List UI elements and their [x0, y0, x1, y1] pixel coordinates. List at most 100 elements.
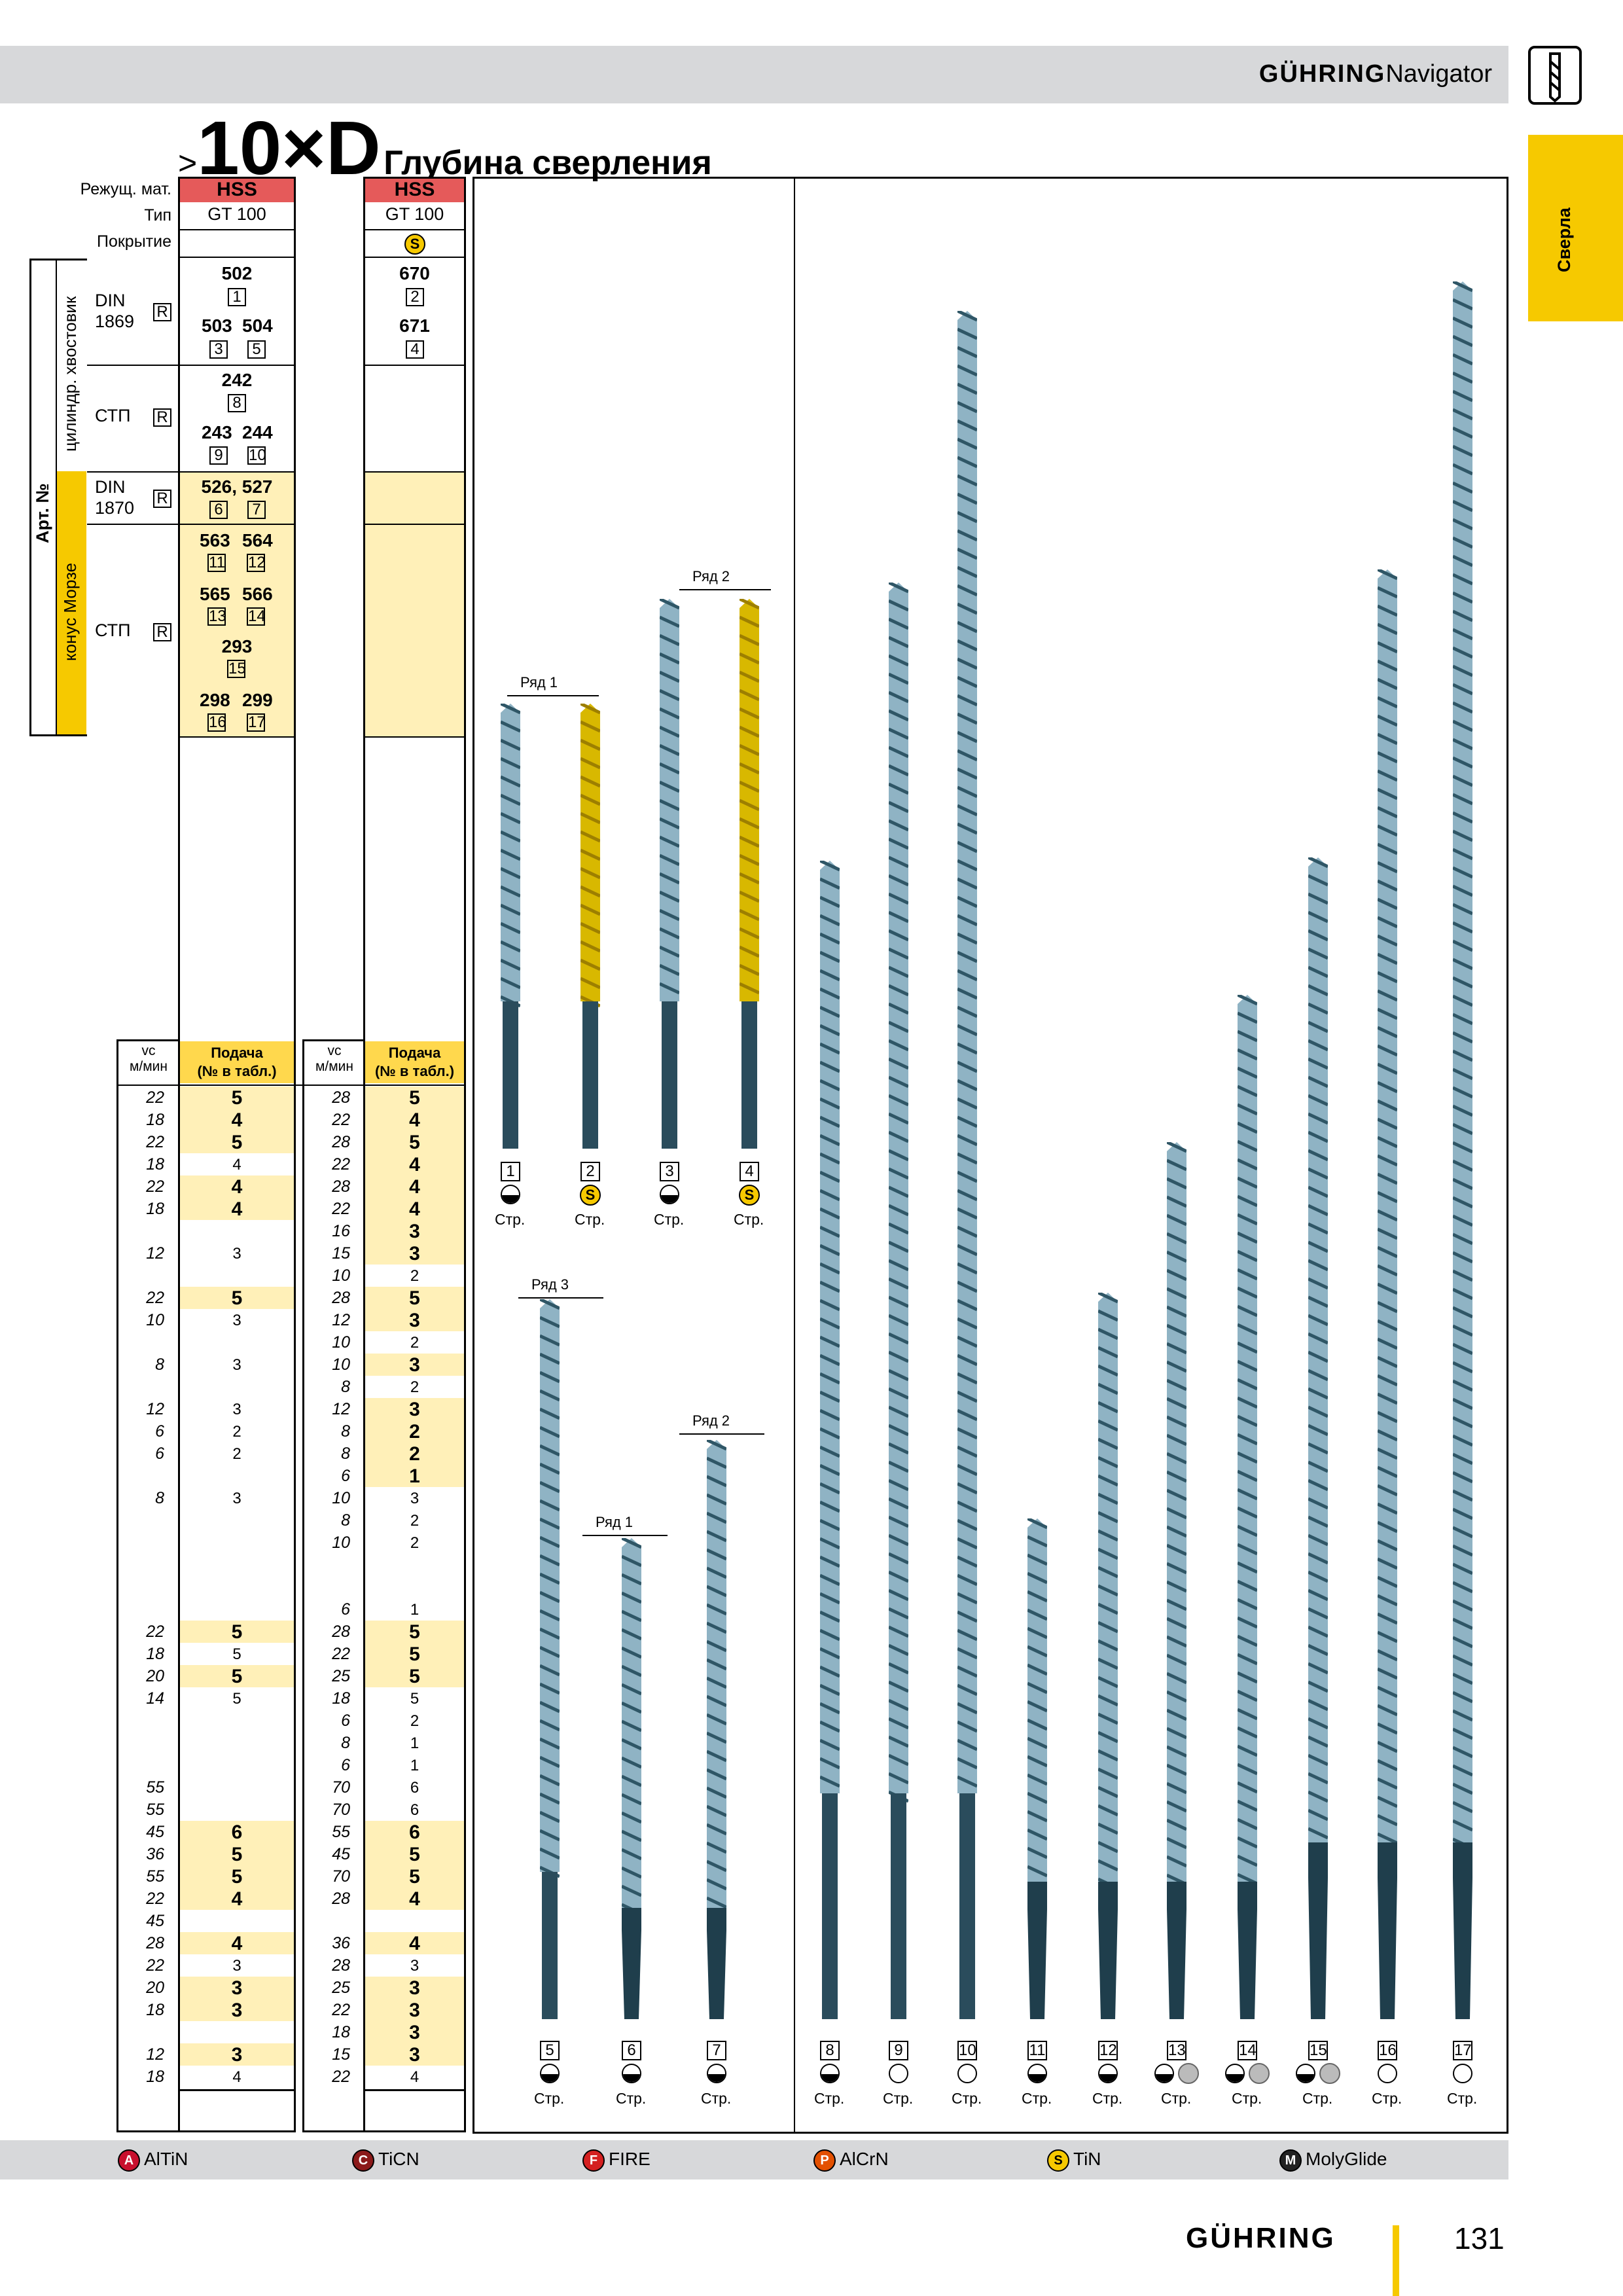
article-number[interactable]: 502 — [221, 263, 253, 283]
drill-image[interactable] — [1238, 995, 1257, 2019]
drill-index: 6 — [622, 2041, 641, 2060]
article-number[interactable]: 504 — [242, 315, 273, 336]
vc-value: 8 — [341, 1378, 350, 1396]
article-number[interactable]: 299 — [242, 690, 273, 710]
divider — [363, 524, 466, 525]
feed-cell-bg — [365, 1932, 464, 1954]
page-ref-label: Стр. — [1022, 2090, 1052, 2107]
vc-value: 70 — [332, 1778, 350, 1797]
vc-value: 18 — [146, 1645, 164, 1663]
article-number[interactable]: 670 — [399, 263, 430, 283]
vc-value: 18 — [146, 2001, 164, 2019]
feed-cell-bg — [180, 1999, 294, 2021]
drill-image[interactable] — [580, 704, 600, 1149]
vc-value: 10 — [332, 1266, 350, 1285]
vc-value: 15 — [332, 1244, 350, 1263]
drill-image[interactable] — [889, 583, 908, 2019]
drill-image[interactable] — [1453, 281, 1472, 2019]
divider — [363, 257, 466, 258]
article-index: 6 — [209, 501, 228, 519]
column-1 — [178, 177, 296, 2091]
drill-image[interactable] — [660, 599, 679, 1149]
vc-value: 36 — [332, 1934, 350, 1952]
article-number[interactable]: 244 — [242, 422, 273, 442]
half-circle-icon — [1225, 2064, 1245, 2083]
divider — [363, 471, 466, 473]
vc-value: 12 — [146, 1244, 164, 1263]
feed-value: 3 — [409, 1243, 420, 1265]
drill-image[interactable] — [1167, 1142, 1186, 2019]
drill-image[interactable] — [740, 599, 759, 1149]
drill-image[interactable] — [1098, 1293, 1118, 2019]
feed-value: 4 — [231, 1176, 243, 1198]
feed-value: 4 — [409, 1198, 420, 1220]
drill-image[interactable] — [707, 1440, 726, 2019]
article-number[interactable]: 563 — [200, 530, 230, 550]
feed-value: 3 — [232, 1957, 241, 1975]
drill-image[interactable] — [820, 861, 840, 2019]
material-badge: HSS — [180, 179, 294, 202]
article-number[interactable]: 526, 527 — [201, 476, 273, 497]
feed-value: 3 — [410, 1957, 419, 1975]
din1869-label: DIN 1869 — [95, 291, 135, 331]
feed-cell-bg — [365, 1576, 464, 1598]
drill-image[interactable] — [957, 311, 977, 2019]
drill-image[interactable] — [501, 704, 520, 1149]
article-number[interactable]: 566 — [242, 584, 273, 604]
morse-frame — [56, 471, 86, 734]
feed-cell-bg — [365, 1821, 464, 1843]
feed-cell-bg — [365, 1086, 464, 1109]
feed-value: 3 — [232, 1245, 241, 1263]
feed-value: 5 — [409, 1866, 420, 1888]
article-number[interactable]: 564 — [242, 530, 273, 550]
article-number[interactable]: 298 — [200, 690, 230, 710]
feed-value: 6 — [231, 1821, 243, 1843]
vc-value: 45 — [332, 1845, 350, 1863]
feed-value: 2 — [410, 1712, 419, 1730]
article-number[interactable]: 671 — [399, 315, 430, 336]
feed-value: 5 — [231, 1087, 243, 1109]
drill-image[interactable] — [1027, 1518, 1047, 2019]
vc-value: 36 — [146, 1845, 164, 1863]
half-circle-icon — [622, 2064, 641, 2083]
article-number[interactable]: 503 — [202, 315, 232, 336]
half-circle-icon — [1098, 2064, 1118, 2083]
label-type: Тип — [144, 206, 171, 224]
vc-value: 28 — [332, 1088, 350, 1107]
feed-cell-bg — [365, 1643, 464, 1665]
vc-value: 8 — [155, 1489, 164, 1507]
article-number[interactable]: 293 — [221, 636, 253, 656]
article-number[interactable]: 243 — [202, 422, 232, 442]
drill-image[interactable] — [1378, 569, 1397, 2019]
half-circle-icon — [501, 1185, 520, 1204]
feed-value: 5 — [231, 1866, 243, 1888]
feed-cell-bg — [180, 1776, 294, 1799]
page-ref-label: Стр. — [654, 1211, 685, 1228]
section-tab[interactable]: Сверла — [1528, 135, 1623, 321]
feed-value: 5 — [409, 1132, 420, 1153]
feed-cell-bg — [365, 1443, 464, 1465]
article-number[interactable]: 242 — [221, 370, 253, 390]
drill-index: 10 — [957, 2041, 977, 2060]
page-ref-label: Стр. — [952, 2090, 982, 2107]
feed-value: 4 — [231, 1933, 243, 1954]
vc-value: 8 — [341, 1511, 350, 1530]
vc-value: 22 — [146, 1133, 164, 1151]
drill-image[interactable] — [1308, 857, 1328, 2019]
page-ref-label: Стр. — [1302, 2090, 1333, 2107]
coating-icon: F — [582, 2149, 605, 2172]
drill-image[interactable] — [540, 1299, 560, 2019]
tin-coating-icon: S — [580, 1185, 601, 1206]
feed-cell-bg — [180, 1710, 294, 1732]
divider — [363, 736, 466, 738]
circle-icon — [957, 2064, 977, 2083]
article-index: 3 — [209, 340, 228, 359]
article-index: 2 — [406, 288, 424, 306]
feed-value: 1 — [409, 1465, 420, 1487]
drill-image[interactable] — [622, 1538, 641, 2019]
article-index: 5 — [247, 340, 266, 359]
divider — [178, 365, 296, 366]
article-number[interactable]: 565 — [200, 584, 230, 604]
